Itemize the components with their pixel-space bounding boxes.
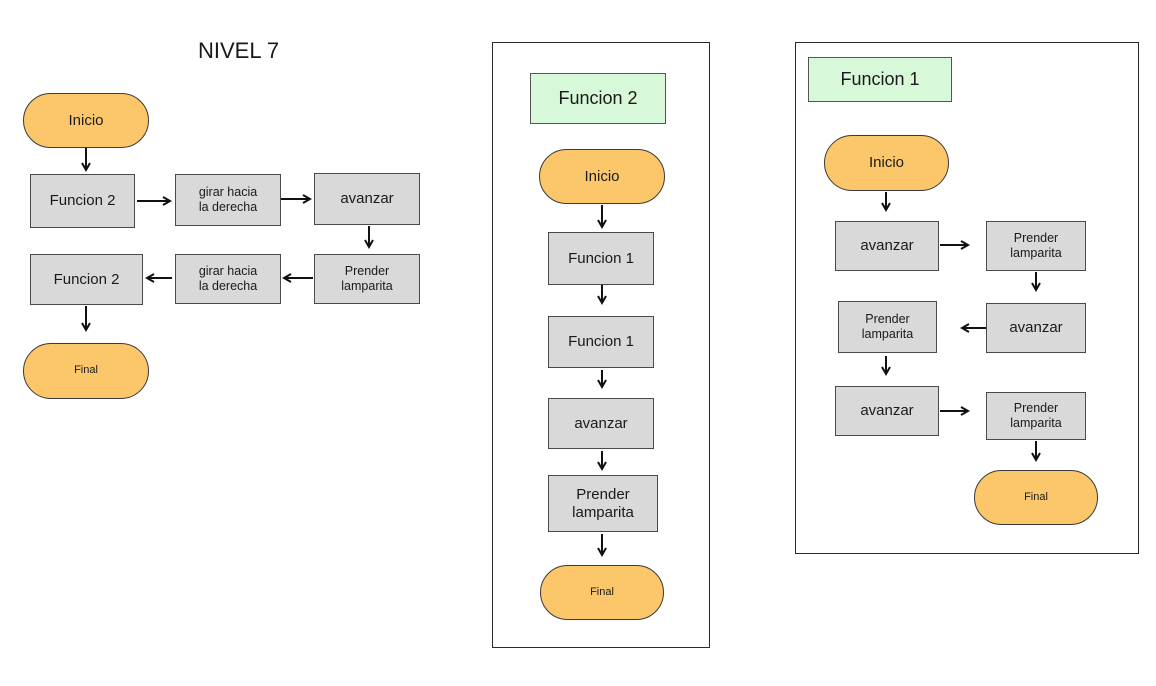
funcion1-turn-on-lamp-step-3: Prender lamparita xyxy=(986,392,1086,440)
page-title: NIVEL 7 xyxy=(198,38,280,63)
start-terminal: Inicio xyxy=(23,93,149,148)
end-terminal: Final xyxy=(23,343,149,399)
funcion2-start-terminal: Inicio xyxy=(539,149,665,204)
funcion1-header: Funcion 1 xyxy=(808,57,952,102)
funcion1-advance-step-2: avanzar xyxy=(986,303,1086,353)
funcion1-panel xyxy=(795,42,1139,554)
funcion1-advance-step-1: avanzar xyxy=(835,221,939,271)
funcion2-call-funcion1-step: Funcion 1 xyxy=(548,232,654,285)
funcion2-call-funcion1-step-2: Funcion 1 xyxy=(548,316,654,368)
advance-step: avanzar xyxy=(314,173,420,225)
turn-right-step: girar hacia la derecha xyxy=(175,174,281,226)
turn-right-step-2: girar hacia la derecha xyxy=(175,254,281,304)
funcion1-turn-on-lamp-step-1: Prender lamparita xyxy=(986,221,1086,271)
funcion2-turn-on-lamp-step: Prender lamparita xyxy=(548,475,658,532)
funcion1-turn-on-lamp-step-2: Prender lamparita xyxy=(838,301,937,353)
turn-on-lamp-step: Prender lamparita xyxy=(314,254,420,304)
call-funcion2-step: Funcion 2 xyxy=(30,174,135,228)
funcion1-advance-step-3: avanzar xyxy=(835,386,939,436)
funcion2-end-terminal: Final xyxy=(540,565,664,620)
funcion1-end-terminal: Final xyxy=(974,470,1098,525)
funcion2-advance-step: avanzar xyxy=(548,398,654,449)
funcion2-header: Funcion 2 xyxy=(530,73,666,124)
call-funcion2-step-2: Funcion 2 xyxy=(30,254,143,305)
funcion1-start-terminal: Inicio xyxy=(824,135,949,191)
funcion2-panel xyxy=(492,42,710,648)
